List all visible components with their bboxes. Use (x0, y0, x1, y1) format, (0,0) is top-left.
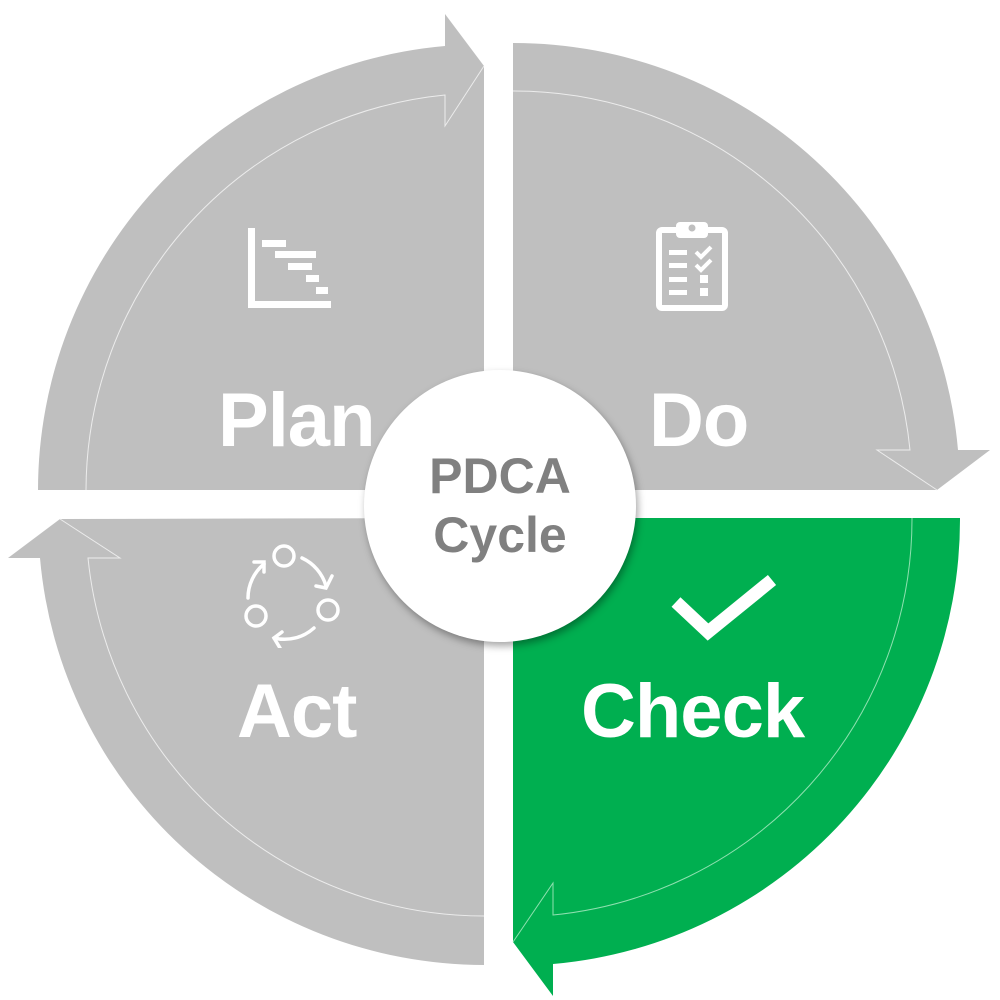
do-segment[interactable] (512, 42, 990, 491)
stage-label-check: Check (581, 669, 805, 754)
stage-label-plan: Plan (218, 378, 375, 463)
checkmark-icon (671, 574, 777, 641)
center-title-line1: PDCA (429, 448, 571, 504)
stage-label-act: Act (237, 669, 357, 754)
plan-segment[interactable] (38, 14, 485, 491)
check-segment[interactable] (512, 517, 961, 996)
cycle-arrows-icon (244, 544, 340, 648)
center-title-circle: PDCA Cycle (364, 370, 636, 642)
stage-label-do: Do (649, 378, 749, 463)
act-segment[interactable] (8, 518, 485, 965)
gantt-chart-icon (248, 228, 331, 308)
center-title-line2: Cycle (433, 507, 567, 563)
clipboard-checklist-icon (656, 222, 728, 311)
